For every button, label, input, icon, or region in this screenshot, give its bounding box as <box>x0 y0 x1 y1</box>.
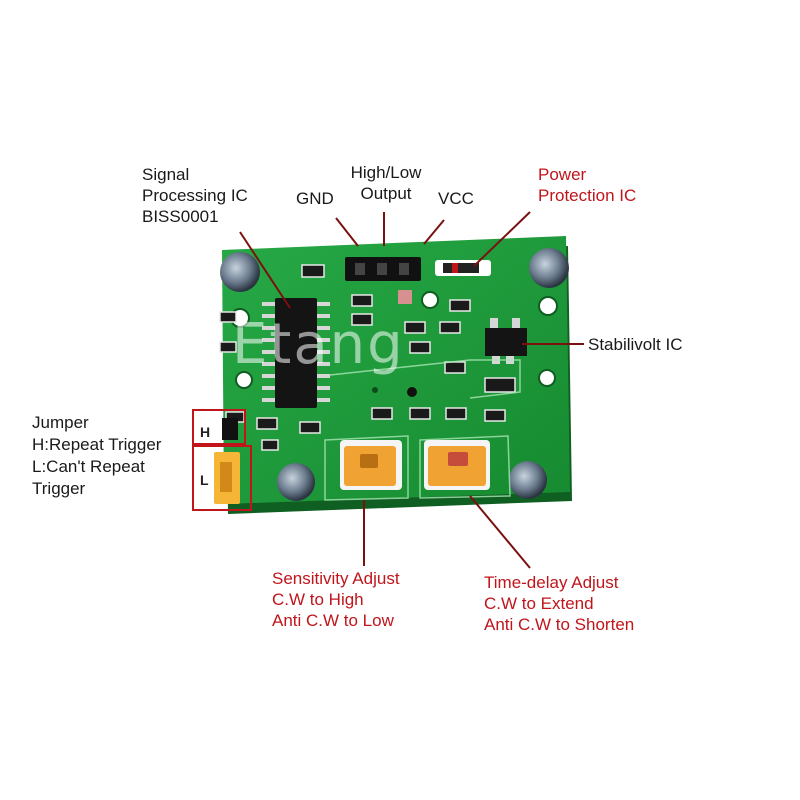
smd-component <box>351 294 373 307</box>
standoff <box>277 463 315 501</box>
mount-hole <box>421 291 439 309</box>
jumper-h-pin <box>222 418 238 440</box>
smd-component <box>444 361 466 374</box>
smd-component <box>301 264 325 278</box>
smd-component <box>449 299 471 312</box>
smd-component <box>445 407 467 420</box>
watermark: Etang <box>232 312 405 377</box>
standoff <box>529 248 569 288</box>
label-sensitivity: Sensitivity Adjust C.W to High Anti C.W … <box>272 569 400 630</box>
smd-component <box>371 407 393 420</box>
label-timedelay: Time-delay Adjust C.W to Extend Anti C.W… <box>484 573 635 634</box>
smd-component <box>484 409 506 422</box>
smd-component <box>219 311 237 323</box>
smd-component <box>484 377 516 393</box>
label-vcc: VCC <box>438 189 474 208</box>
mount-hole <box>235 371 253 389</box>
jumper-h-box <box>192 409 246 445</box>
label-signal-ic: Signal Processing IC BISS0001 <box>142 165 248 226</box>
via <box>372 387 378 393</box>
smd-component <box>404 321 426 334</box>
smd-component <box>351 313 373 326</box>
leader-signal-ic <box>239 231 291 309</box>
label-power-ic: Power Protection IC <box>538 165 637 205</box>
mount-hole <box>538 296 558 316</box>
signal-processing-ic <box>275 298 317 408</box>
smd-component <box>439 321 461 334</box>
label-gnd: GND <box>296 189 334 208</box>
solder-pad <box>398 290 412 304</box>
leader-vcc <box>423 219 445 245</box>
via <box>407 387 417 397</box>
mount-hole <box>538 369 556 387</box>
smd-component <box>256 417 278 430</box>
leader-gnd <box>335 217 359 247</box>
smd-component <box>261 439 279 451</box>
smd-component <box>219 341 237 353</box>
stabilivolt-ic <box>485 328 527 356</box>
leader-power-ic <box>473 211 531 267</box>
jumper-l-box <box>192 445 252 511</box>
standoff <box>509 461 547 499</box>
leader-timedelay <box>469 495 531 569</box>
smd-component <box>299 421 321 434</box>
jumper-h-letter: H <box>200 424 211 440</box>
label-stabilivolt: Stabilivolt IC <box>588 335 683 354</box>
smd-component <box>409 341 431 354</box>
standoff <box>220 252 260 292</box>
label-jumper: Jumper H:Repeat Trigger L:Can't Repeat T… <box>32 413 162 498</box>
label-output: High/Low Output <box>350 163 422 203</box>
smd-component <box>409 407 431 420</box>
jumper-l-letter: L <box>200 472 209 488</box>
